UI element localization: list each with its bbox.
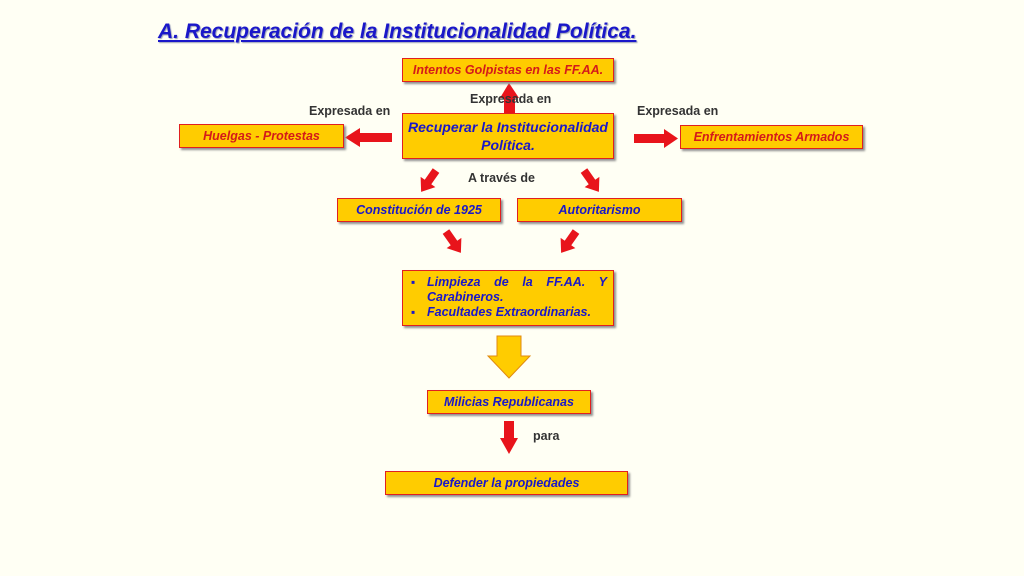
label-expresada-top: Expresada en <box>470 92 552 106</box>
node-autoritarismo: Autoritarismo <box>517 198 682 222</box>
node-medidas-list: Limpieza de la FF.AA. Y Carabineros. Fac… <box>402 270 614 326</box>
block-arrow-down <box>486 335 532 379</box>
node-intentos-golpistas: Intentos Golpistas en las FF.AA. <box>402 58 614 82</box>
arrow-autoritarismo-to-list <box>560 229 580 253</box>
arrow-up-to-intentos <box>500 83 519 114</box>
arrow-constitucion-to-list <box>442 229 462 253</box>
arrow-to-autoritarismo <box>580 168 600 192</box>
node-enfrentamientos-armados: Enfrentamientos Armados <box>680 125 863 149</box>
node-constitucion-1925: Constitución de 1925 <box>337 198 501 222</box>
arrow-down-to-defender <box>500 421 518 454</box>
node-recuperar-institucionalidad: Recuperar la Institucionalidad Política. <box>402 113 614 159</box>
node-milicias-republicanas: Milicias Republicanas <box>427 390 591 414</box>
label-expresada-right: Expresada en <box>637 104 719 118</box>
arrow-left-to-huelgas <box>345 128 392 147</box>
page-title: A. Recuperación de la Institucionalidad … <box>158 20 637 43</box>
list-item-limpieza: Limpieza de la FF.AA. Y Carabineros. <box>411 275 607 305</box>
arrow-to-constitucion <box>420 168 440 192</box>
list-item-facultades: Facultades Extraordinarias. <box>411 305 607 320</box>
label-para: para <box>533 429 560 443</box>
label-a-traves-de: A través de <box>468 171 535 185</box>
node-defender-propiedades: Defender la propiedades <box>385 471 628 495</box>
node-huelgas-protestas: Huelgas - Protestas <box>179 124 344 148</box>
arrow-right-to-enfrentamientos <box>634 129 678 148</box>
label-expresada-left: Expresada en <box>309 104 391 118</box>
medidas-list: Limpieza de la FF.AA. Y Carabineros. Fac… <box>411 275 607 320</box>
